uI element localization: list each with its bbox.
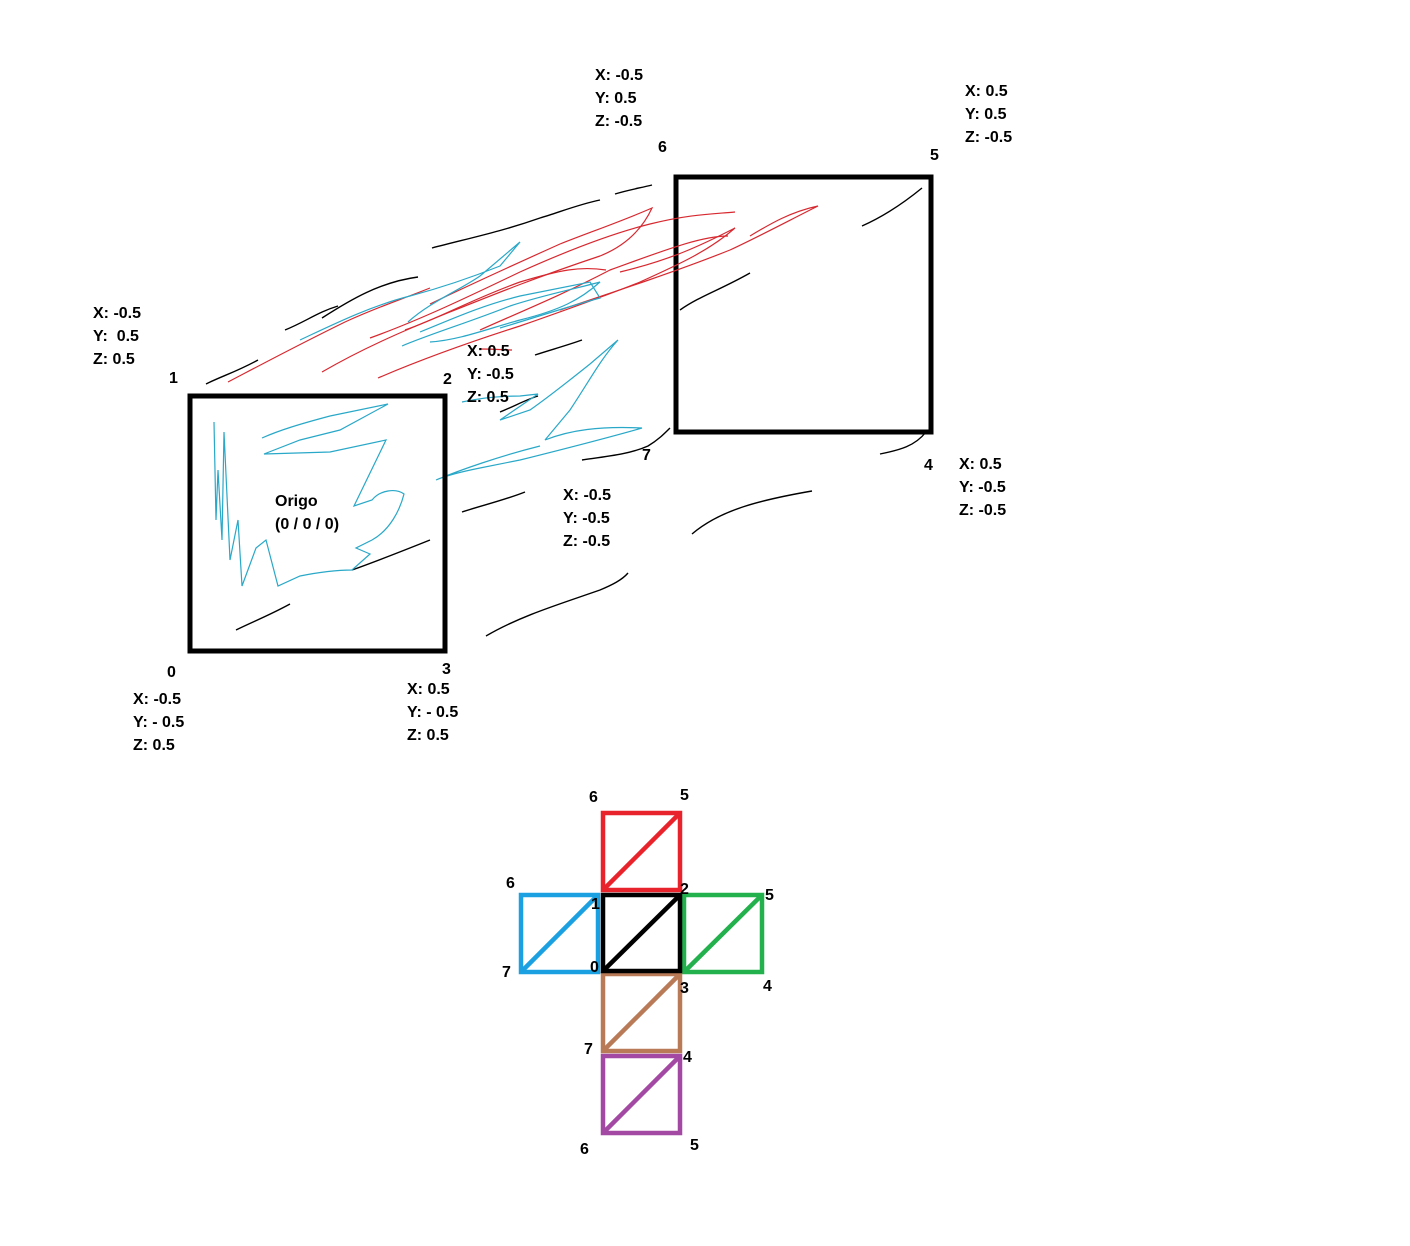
face-diagonal [601, 811, 682, 892]
net-face-right [681, 892, 765, 975]
coord-x: X: -0.5 [563, 487, 611, 504]
face-outline [600, 1053, 683, 1136]
net-label-bottom-bottom-right: 4 [683, 1049, 692, 1066]
coord-x: X: 0.5 [959, 456, 1002, 473]
coord-y: Y: - 0.5 [407, 704, 458, 721]
corner-label-1: 1 [169, 370, 178, 387]
net-label-right-bottom: 4 [763, 978, 772, 995]
cube-net: 6 5 6 7 1 2 0 5 4 3 7 4 6 5 [502, 787, 774, 1158]
net-label-top-right: 5 [680, 787, 689, 804]
net-label-center-bottom-left: 0 [590, 959, 599, 976]
face-diagonal [601, 893, 682, 973]
net-face-top [600, 810, 683, 893]
coord-z: Z: 0.5 [467, 389, 509, 406]
net-label-center-top-right: 2 [680, 881, 689, 898]
net-label-back-bottom-right: 5 [690, 1137, 699, 1154]
net-label-back-bottom-left: 6 [580, 1141, 589, 1158]
net-label-center-top-left: 1 [591, 896, 600, 913]
origin-title: Origo [275, 493, 318, 510]
coord-z: Z: -0.5 [959, 502, 1006, 519]
vertex-coords-1: X: -0.5 Y: 0.5 Z: 0.5 [93, 305, 141, 368]
coord-y: Y: 0.5 [965, 106, 1007, 123]
net-label-right-top: 5 [765, 887, 774, 904]
corner-label-6: 6 [658, 139, 667, 156]
coord-y: Y: -0.5 [467, 366, 514, 383]
face-outline [681, 892, 765, 975]
origin-coords: (0 / 0 / 0) [275, 516, 339, 533]
face-diagonal [519, 893, 600, 974]
coord-x: X: -0.5 [93, 305, 141, 322]
coord-y: Y: 0.5 [93, 328, 139, 345]
coord-z: Z: 0.5 [407, 727, 449, 744]
net-label-bottom-bottom-left: 7 [584, 1041, 593, 1058]
vertex-coords-6: X: -0.5 Y: 0.5 Z: -0.5 [595, 67, 643, 130]
coord-x: X: 0.5 [965, 83, 1008, 100]
coord-y: Y: -0.5 [959, 479, 1006, 496]
vertex-coords-0: X: -0.5 Y: - 0.5 Z: 0.5 [133, 691, 184, 754]
face-diagonal [601, 1054, 682, 1135]
face-outline [518, 892, 601, 975]
net-label-bottom-top-right: 3 [680, 980, 689, 997]
corner-label-5: 5 [930, 147, 939, 164]
corner-label-7: 7 [642, 447, 651, 464]
vertex-coords-5: X: 0.5 Y: 0.5 Z: -0.5 [965, 83, 1012, 146]
coord-z: Z: -0.5 [563, 533, 610, 550]
corner-label-4: 4 [924, 457, 933, 474]
coord-z: Z: -0.5 [595, 113, 642, 130]
face-outline [600, 810, 683, 893]
corner-label-3: 3 [442, 661, 451, 678]
net-face-left [518, 892, 601, 975]
coord-y: Y: - 0.5 [133, 714, 184, 731]
face-diagonal [682, 893, 764, 974]
net-face-center [600, 892, 683, 974]
coord-y: Y: 0.5 [595, 90, 637, 107]
net-label-left-bottom: 7 [502, 964, 511, 981]
coord-y: Y: -0.5 [563, 510, 610, 527]
vertex-coords-7: X: -0.5 Y: -0.5 Z: -0.5 [563, 487, 611, 550]
face-diagonal [601, 972, 682, 1053]
depth-scribbles-black [205, 184, 927, 637]
coord-x: X: -0.5 [133, 691, 181, 708]
cyan-scribbles [213, 241, 643, 587]
net-face-bottom [600, 971, 683, 1054]
coord-x: X: -0.5 [595, 67, 643, 84]
coord-x: X: 0.5 [467, 343, 510, 360]
coord-z: Z: 0.5 [93, 351, 135, 368]
vertex-coords-3: X: 0.5 Y: - 0.5 Z: 0.5 [407, 681, 458, 744]
net-label-top-left: 6 [589, 789, 598, 806]
coord-x: X: 0.5 [407, 681, 450, 698]
coord-z: Z: 0.5 [133, 737, 175, 754]
red-scribbles [227, 205, 819, 383]
vertex-coords-4: X: 0.5 Y: -0.5 Z: -0.5 [959, 456, 1006, 519]
corner-label-0: 0 [167, 664, 176, 681]
net-label-left-top: 6 [506, 875, 515, 892]
back-face-square [673, 174, 934, 435]
coord-z: Z: -0.5 [965, 129, 1012, 146]
front-face-square [187, 393, 448, 654]
corner-label-2: 2 [443, 371, 452, 388]
net-face-back [600, 1053, 683, 1136]
face-outline [600, 892, 683, 974]
vertex-coords-2: X: 0.5 Y: -0.5 Z: 0.5 [467, 343, 514, 406]
face-outline [600, 971, 683, 1054]
